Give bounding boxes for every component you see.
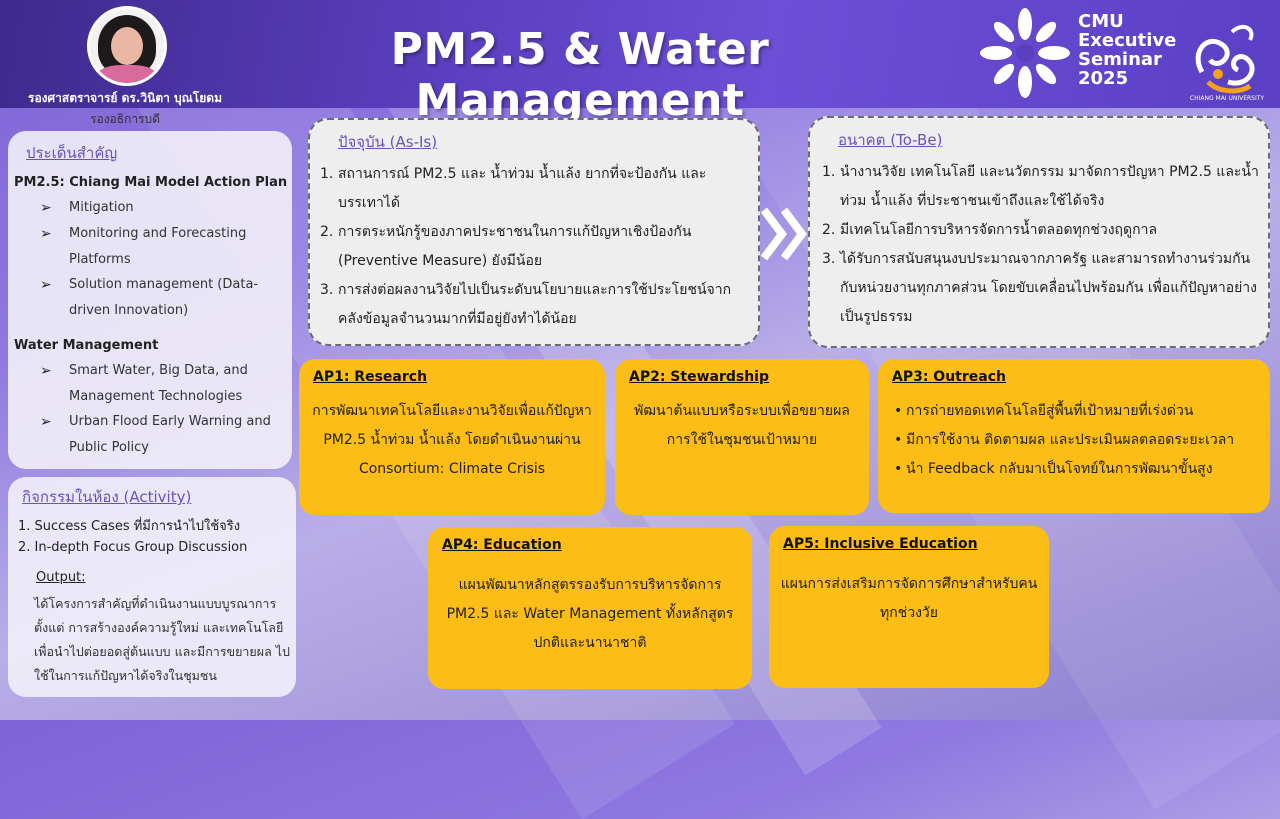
list-item: 3.ได้รับการสนับสนุนงบประมาณจากภาครัฐ และ…: [822, 251, 1258, 325]
as-is-box: ปัจจุบัน (As-Is) 1.สถานการณ์ PM2.5 และ น…: [308, 118, 760, 346]
ap3-bullets: การถ่ายทอดเทคโนโลยีสู่พื้นที่เป้าหมายที่…: [892, 397, 1234, 484]
output-text: ได้โครงการสำคัญที่ดำเนินงานแบบบูรณาการ ต…: [34, 596, 290, 683]
to-be-box: อนาคต (To-Be) 1.นำงานวิจัย เทคโนโลยี และ…: [808, 116, 1270, 348]
activity-title: กิจกรรมในห้อง (Activity): [22, 488, 192, 506]
ap1-card: AP1: Research การพัฒนาเทคโนโลยีและงานวิจ…: [299, 359, 605, 515]
page-title: PM2.5 & Water Management: [390, 24, 770, 126]
key-item: ➢ Urban Flood Early Warning and Public P…: [40, 409, 280, 461]
key-item: ➢ Solution management (Data-driven Innov…: [40, 272, 280, 324]
list-item: 3.การส่งต่อผลงานวิจัยไปเป็นระดับนโยบายแล…: [320, 282, 732, 327]
list-item: การถ่ายทอดเทคโนโลยีสู่พื้นที่เป้าหมายที่…: [892, 397, 1234, 426]
seminar-logo-text: CMU Executive Seminar 2025: [1078, 11, 1177, 89]
activity-item: 1. Success Cases ที่มีการนำไปใช้จริง: [18, 519, 241, 534]
double-chevron-icon: [760, 207, 807, 261]
to-be-list: 1.นำงานวิจัย เทคโนโลยี และนวัตกรรม มาจัด…: [822, 158, 1262, 332]
key-issues-title: ประเด็นสำคัญ: [26, 144, 118, 162]
list-item: 2.มีเทคโนโลยีการบริหารจัดการน้ำตลอดทุกช่…: [822, 222, 1158, 238]
activity-panel: กิจกรรมในห้อง (Activity) 1. Success Case…: [8, 477, 296, 697]
presenter-name: รองศาสตราจารย์ ดร.วินิตา บุณโยดม: [28, 91, 222, 105]
ap3-card: AP3: Outreach การถ่ายทอดเทคโนโลยีสู่พื้น…: [878, 359, 1270, 513]
ap1-body: การพัฒนาเทคโนโลยีและงานวิจัยเพื่อแก้ปัญห…: [312, 403, 592, 477]
arrow-bullet-icon: ➢: [40, 200, 52, 216]
cmu-anniversary-logo-icon: [1195, 24, 1255, 94]
list-item: 2.การตระหนักรู้ของภาคประชาชนในการแก้ปัญห…: [320, 224, 692, 269]
key-issues-panel: ประเด็นสำคัญ PM2.5: Chiang Mai Model Act…: [8, 131, 292, 469]
ap3-title: AP3: Outreach: [892, 369, 1006, 385]
list-item: นำ Feedback กลับมาเป็นโจทย์ในการพัฒนาขั้…: [892, 455, 1234, 484]
arrow-bullet-icon: ➢: [40, 414, 52, 430]
ap5-body: แผนการส่งเสริมการจัดการศึกษาสำหรับคนทุกช…: [780, 576, 1038, 621]
ap1-title: AP1: Research: [313, 369, 428, 385]
key-item: ➢ Smart Water, Big Data, and Management …: [40, 358, 280, 410]
water-heading: Water Management: [14, 338, 159, 353]
presenter-avatar: [87, 6, 167, 86]
to-be-title: อนาคต (To-Be): [838, 131, 943, 149]
arrow-bullet-icon: ➢: [40, 277, 52, 293]
ap5-card: AP5: Inclusive Education แผนการส่งเสริมก…: [769, 526, 1049, 688]
key-item: ➢ Mitigation: [40, 195, 280, 221]
ap2-title: AP2: Stewardship: [629, 369, 770, 385]
list-item: มีการใช้งาน ติดตามผล และประเมินผลตลอดระย…: [892, 426, 1234, 455]
ap2-body: พัฒนาต้นแบบหรือระบบเพื่อขยายผลการใช้ในชุ…: [634, 403, 850, 448]
cmu-star-logo-icon: [980, 8, 1070, 98]
ap4-title: AP4: Education: [442, 537, 562, 553]
cmu-label: CHIANG MAI UNIVERSITY: [1189, 95, 1265, 102]
list-item: 1.สถานการณ์ PM2.5 และ น้ำท่วม น้ำแล้ง ยา…: [320, 166, 707, 211]
ap5-title: AP5: Inclusive Education: [783, 536, 978, 552]
list-item: 1.นำงานวิจัย เทคโนโลยี และนวัตกรรม มาจัด…: [822, 164, 1259, 209]
pm-heading: PM2.5: Chiang Mai Model Action Plan: [14, 175, 288, 190]
ap4-card: AP4: Education แผนพัฒนาหลักสูตรรองรับการ…: [428, 527, 752, 689]
ap4-body: แผนพัฒนาหลักสูตรรองรับการบริหารจัดการ PM…: [446, 577, 734, 651]
ap2-card: AP2: Stewardship พัฒนาต้นแบบหรือระบบเพื่…: [615, 359, 869, 515]
presenter-role: รองอธิการบดี: [90, 112, 160, 126]
key-item: ➢ Monitoring and Forecasting Platforms: [40, 221, 280, 273]
output-title: Output:: [36, 570, 86, 585]
as-is-title: ปัจจุบัน (As-Is): [338, 133, 438, 151]
arrow-bullet-icon: ➢: [40, 226, 52, 242]
arrow-bullet-icon: ➢: [40, 363, 52, 379]
activity-item: 2. In-depth Focus Group Discussion: [18, 540, 248, 555]
as-is-list: 1.สถานการณ์ PM2.5 และ น้ำท่วม น้ำแล้ง ยา…: [320, 160, 745, 334]
